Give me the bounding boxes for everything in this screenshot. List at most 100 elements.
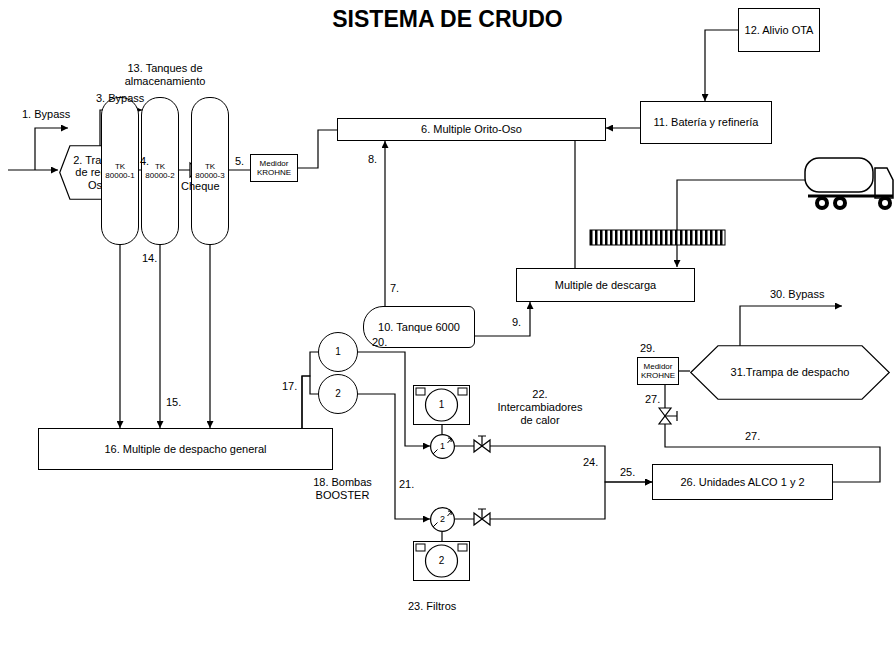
callout-number: 21. — [399, 478, 414, 491]
storage-tank: TK 80000-2 — [141, 97, 179, 245]
pig-trap: 31.Trampa de despacho — [690, 345, 890, 400]
node-text: TK 80000-1 — [104, 162, 136, 180]
truck-wheel — [833, 196, 847, 210]
inlet-line — [8, 169, 58, 170]
text-group: 1 — [440, 441, 445, 451]
wheel-hub — [882, 200, 888, 206]
exchanger-shell — [431, 435, 455, 459]
node-text: 2 — [440, 514, 445, 524]
flow-line — [574, 141, 575, 268]
rack-line — [676, 245, 677, 267]
callout-number: 17. — [282, 380, 297, 393]
callout-number: 25. — [620, 466, 635, 479]
filter-symbol: 2 — [413, 541, 470, 581]
flow-line — [475, 302, 530, 336]
text-group: 11. Batería y refinería — [654, 116, 759, 129]
node-text: TK 80000-3 — [194, 162, 226, 180]
text-group: Medidor KROHNE — [640, 362, 676, 380]
annotation: 22. Intercambiadores de calor — [490, 388, 590, 428]
manifold-box: 16. Multiple de despacho general — [38, 428, 333, 470]
callout-number: 9. — [512, 316, 521, 329]
callout-number: 5. — [235, 155, 244, 168]
callout-number: 20. — [372, 336, 387, 349]
annotation: 23. Filtros — [408, 600, 456, 613]
node-text: 1 — [439, 399, 445, 411]
process-box: 12. Alivio OTA — [738, 8, 820, 52]
annotation: Cheque — [181, 180, 220, 193]
heat-exchanger: 2 — [430, 507, 455, 532]
filter-symbol: 1 — [413, 385, 470, 425]
valve-stem — [478, 509, 486, 519]
node-text: Multiple de descarga — [555, 279, 657, 292]
node-text: 16. Multiple de despacho general — [104, 443, 266, 456]
text-group: 10. Tanque 6000 — [378, 321, 460, 334]
callout-number: 7. — [390, 282, 399, 295]
text-group: 6. Multiple Orito-Oso — [421, 123, 522, 136]
filter-element — [426, 545, 458, 577]
exchanger-shell — [431, 508, 455, 532]
node-text: 11. Batería y refinería — [654, 116, 759, 129]
filter-port — [416, 544, 425, 551]
flow-line — [455, 446, 652, 482]
process-box: 26. Unidades ALCO 1 y 2 — [652, 464, 833, 500]
filter-housing — [414, 386, 470, 425]
node-text: 1 — [335, 346, 341, 358]
callout-number: 29. — [640, 342, 655, 355]
trap-outline — [691, 346, 890, 400]
booster-pump: 2 — [318, 374, 358, 414]
node-text: 6. Multiple Orito-Oso — [421, 123, 522, 136]
text-group: Medidor KROHNE — [253, 159, 295, 177]
valve-stem — [478, 436, 486, 446]
storage-tank: TK 80000-3 — [191, 97, 229, 245]
flow-meter: Medidor KROHNE — [250, 154, 298, 182]
truck-cab — [875, 168, 893, 198]
truck-line — [677, 180, 805, 230]
flow-line — [119, 245, 120, 428]
annotation: 13. Tanques de almacenamiento — [110, 62, 220, 88]
node-text: 1 — [440, 441, 445, 451]
truck-wheel — [815, 196, 829, 210]
flow-line — [606, 127, 640, 128]
text-group: TK 80000-3 — [194, 162, 226, 180]
flow-line — [298, 130, 337, 168]
node-text: Medidor KROHNE — [253, 159, 295, 177]
flow-line — [679, 370, 690, 371]
node-text: 31.Trampa de despacho — [731, 366, 850, 379]
text-group: 1 — [335, 346, 341, 358]
flow-meter: Medidor KROHNE — [637, 357, 679, 385]
text-group: 16. Multiple de despacho general — [104, 443, 266, 456]
text-group: 26. Unidades ALCO 1 y 2 — [680, 476, 804, 489]
text-group: 2 — [439, 555, 445, 567]
callout-number: 27. — [645, 393, 660, 406]
node-text: 26. Unidades ALCO 1 y 2 — [680, 476, 804, 489]
flow-line — [705, 30, 738, 101]
exchanger-tube — [433, 523, 438, 528]
node-text: 12. Alivio OTA — [745, 24, 814, 37]
node-text: 2 — [439, 555, 445, 567]
filter-port — [416, 388, 425, 395]
flow-line — [209, 245, 210, 428]
exchanger-tube — [448, 511, 452, 516]
node-text: 10. Tanque 6000 — [378, 321, 460, 334]
exchanger-tube — [448, 438, 452, 443]
heat-exchanger: 1 — [430, 434, 455, 459]
unloading-rack — [590, 230, 725, 245]
manifold-box: Multiple de descarga — [516, 268, 695, 302]
text-group: 12. Alivio OTA — [745, 24, 814, 37]
bypass-line — [740, 306, 842, 346]
valve-handle — [665, 411, 677, 421]
flow-line — [441, 532, 442, 541]
text-group: 31.Trampa de despacho — [731, 366, 850, 379]
flow-line — [302, 376, 318, 428]
filter-element — [426, 389, 458, 421]
manifold-box: 6. Multiple Orito-Oso — [337, 118, 606, 141]
exchanger-tube — [433, 450, 438, 455]
wheel-hub — [837, 200, 843, 206]
flow-line — [441, 425, 442, 434]
annotation: 3. Bypass — [96, 92, 144, 105]
annotation: 18. Bombas BOOSTER — [300, 476, 385, 502]
flow-line — [384, 141, 385, 306]
filter-port — [458, 388, 467, 395]
callout-number: 24. — [583, 456, 598, 469]
filter-port — [458, 544, 467, 551]
